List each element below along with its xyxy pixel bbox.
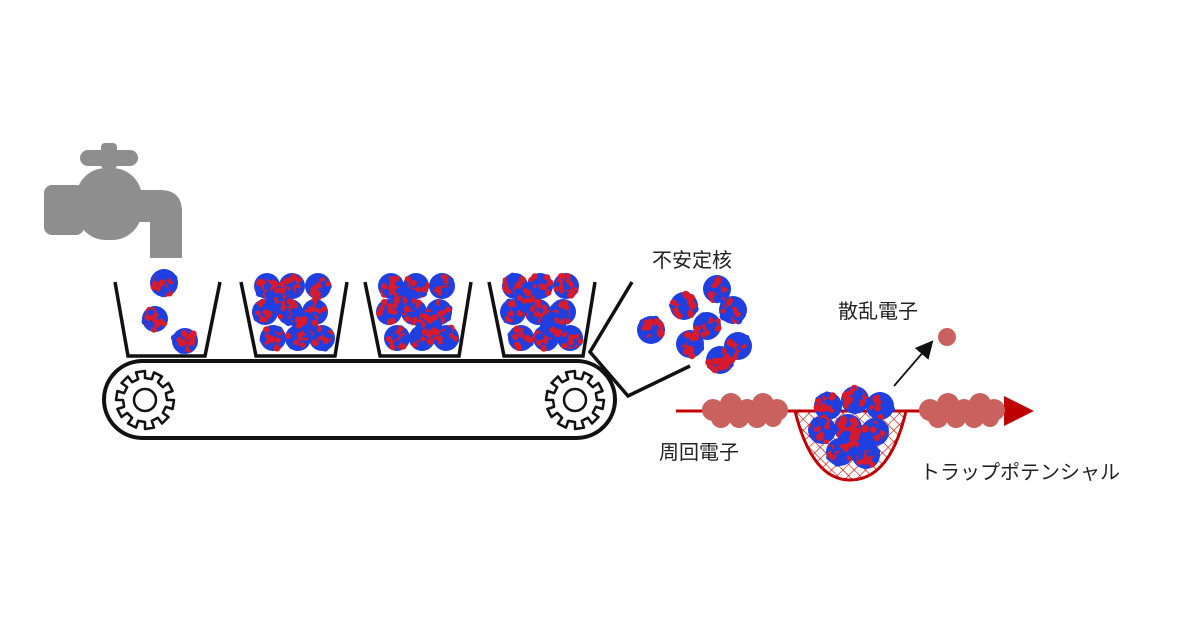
- nucleus: [669, 290, 699, 320]
- scattered-electron-dot: [938, 328, 956, 346]
- nucleus: [429, 273, 455, 299]
- electron-bunch: [919, 393, 1005, 428]
- nucleus: [851, 441, 881, 469]
- trapped-nuclei: [808, 384, 895, 469]
- nucleus: [719, 296, 747, 325]
- nucleus: [384, 325, 410, 351]
- nucleus: [500, 298, 526, 325]
- nucleus: [415, 312, 442, 339]
- nucleus: [292, 312, 319, 338]
- conveyor-belt: [102, 359, 617, 440]
- nucleus: [259, 325, 286, 352]
- label-circulating-electrons: 周回電子: [659, 440, 739, 464]
- nucleus: [723, 332, 752, 361]
- nucleus: [705, 346, 736, 374]
- nucleus: [637, 315, 665, 344]
- scatter-arrow: [893, 340, 934, 387]
- nucleus: [309, 325, 335, 352]
- label-scattered-electron: 散乱電子: [838, 299, 918, 323]
- nucleus: [527, 273, 554, 299]
- nucleus: [515, 287, 542, 314]
- chute: [587, 281, 691, 399]
- nucleus: [266, 287, 294, 313]
- nucleus: [540, 312, 567, 338]
- label-unstable-nuclei: 不安定核: [652, 248, 732, 272]
- nucleus: [861, 418, 889, 446]
- gear-icon: [114, 369, 176, 431]
- nucleus: [813, 391, 842, 420]
- nucleus: [808, 414, 836, 445]
- nucleus: [150, 269, 178, 298]
- bucket: [113, 281, 222, 358]
- faucet-icon: [44, 143, 182, 258]
- nucleus: [170, 328, 198, 354]
- label-trap-potential: トラップポテンシャル: [920, 460, 1120, 484]
- nucleus: [391, 286, 417, 313]
- nucleus: [865, 392, 895, 421]
- nucleus: [305, 273, 332, 301]
- gear-icon: [544, 369, 606, 431]
- nucleus: [841, 384, 870, 414]
- nucleus: [703, 275, 731, 304]
- bucket: [239, 281, 349, 358]
- bucket: [363, 281, 473, 358]
- nucleus: [676, 330, 705, 360]
- nucleus: [141, 306, 168, 333]
- nucleus: [836, 427, 866, 458]
- nucleus: [507, 325, 536, 351]
- bucket: [487, 281, 597, 358]
- electron-bunch: [702, 393, 788, 428]
- nuclei-layer: [141, 269, 752, 374]
- nucleus: [552, 273, 579, 299]
